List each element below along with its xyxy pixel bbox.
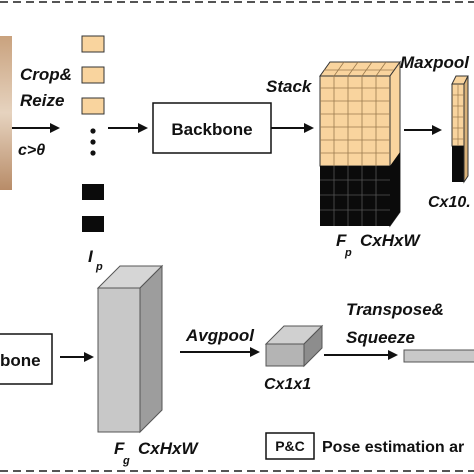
- patch-2: [81, 66, 105, 84]
- backbone-top-label: Backbone: [171, 120, 252, 139]
- maxpooled-feature-block: [451, 75, 469, 184]
- ip-label: I: [88, 247, 94, 266]
- output-feature-vector: [403, 349, 474, 363]
- ellipsis-dot-1: [90, 128, 96, 134]
- fg-label: F: [114, 439, 125, 458]
- squeeze-label: Squeeze: [346, 328, 415, 347]
- backbone-bottom-label: bone: [0, 351, 41, 370]
- stack-label: Stack: [266, 77, 313, 96]
- avgpool-label: Avgpool: [185, 326, 255, 345]
- pc-badge: [265, 432, 315, 460]
- fg-subscript: g: [122, 455, 130, 467]
- pooled-feature-block: [264, 324, 324, 368]
- patch-3: [81, 97, 105, 115]
- threshold-label: c>θ: [18, 142, 45, 159]
- crop-label: Crop&: [20, 65, 72, 84]
- maxpool-label: Maxpool: [400, 53, 470, 72]
- stacked-feature-cube: [319, 60, 401, 228]
- patch-dark-1: [82, 184, 104, 200]
- c1x1-label: Cx1x1: [264, 376, 311, 393]
- patch-1: [81, 35, 105, 53]
- ellipsis-dot-3: [90, 150, 96, 156]
- fp-subscript: p: [344, 247, 352, 259]
- patch-dark-2: [82, 216, 104, 232]
- maxpool-dims-label: Cx10.: [428, 194, 471, 211]
- backbone-box-top: [152, 102, 272, 154]
- transpose-label: Transpose&: [346, 300, 444, 319]
- global-feature-cube: [96, 264, 164, 434]
- fg-dims-label: CxHxW: [138, 439, 199, 458]
- input-image-thumbnail: [0, 36, 12, 190]
- fp-label: F: [336, 231, 347, 250]
- fp-dims-label: CxHxW: [360, 231, 421, 250]
- ip-subscript: p: [95, 261, 103, 273]
- backbone-box-bottom: [0, 333, 53, 385]
- pc-badge-label: P&C: [275, 438, 305, 454]
- resize-label: Reize: [20, 91, 64, 110]
- ellipsis-dot-2: [90, 139, 96, 145]
- pose-estimation-label: Pose estimation ar: [322, 439, 464, 456]
